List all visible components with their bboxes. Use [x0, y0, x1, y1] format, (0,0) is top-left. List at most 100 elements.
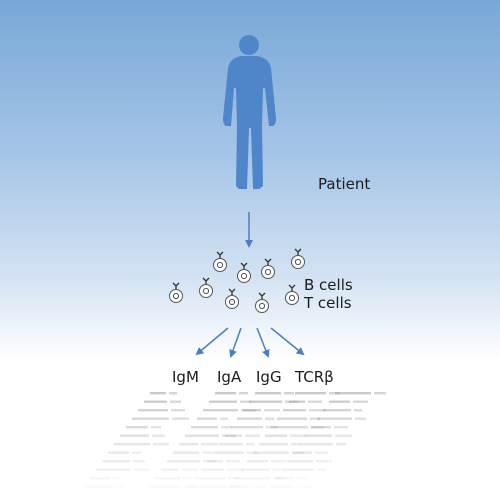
sequence-read — [272, 468, 280, 471]
isotype-label-tcrb: TCRβ — [295, 368, 334, 386]
arrow-to-tcrb — [270, 327, 305, 356]
sequence-read — [201, 468, 224, 471]
sequence-read — [90, 477, 110, 480]
sequence-read — [296, 477, 308, 480]
sequence-read — [237, 417, 262, 420]
sequence-read — [355, 417, 366, 420]
sequence-read — [138, 409, 168, 412]
lymphocyte-cell-icon — [225, 288, 239, 309]
sequence-read — [311, 426, 331, 429]
sequence-read — [264, 409, 280, 412]
sequence-read — [311, 426, 324, 429]
sequence-read — [284, 392, 294, 395]
sequence-read — [114, 443, 150, 446]
sequence-read — [241, 409, 256, 412]
sequence-read — [255, 392, 281, 395]
sequence-read — [329, 392, 340, 395]
sequence-read — [235, 477, 270, 480]
sequence-read — [202, 451, 212, 454]
sequence-read — [184, 485, 196, 488]
sequence-read — [203, 409, 238, 412]
sequence-read — [291, 443, 300, 446]
sequence-read — [247, 460, 268, 463]
sequence-read — [283, 409, 306, 412]
sequence-read — [353, 400, 368, 403]
sequence-read — [243, 409, 261, 412]
sequence-read — [201, 443, 218, 446]
sequence-read — [317, 468, 326, 471]
branching-arrows — [195, 327, 305, 358]
sequence-read — [241, 468, 269, 471]
sequence-read — [277, 417, 307, 420]
isotype-label-iga: IgA — [217, 368, 242, 386]
sequence-read — [226, 460, 240, 463]
sequence-read — [295, 392, 326, 395]
sequence-read — [292, 451, 304, 454]
sequence-read — [290, 434, 306, 437]
sequence-read — [195, 477, 225, 480]
sequence-read — [169, 392, 177, 395]
sequence-read — [108, 451, 129, 454]
sequence-read — [222, 434, 236, 437]
sequence-read — [293, 451, 312, 454]
sequence-read — [229, 485, 242, 488]
sequence-read — [149, 485, 181, 488]
lymphocyte-cell-icon — [199, 277, 213, 298]
sequence-read — [281, 468, 314, 471]
sequence-reads-texture — [84, 392, 386, 488]
lymphocyte-cell-icon — [169, 282, 183, 303]
sequence-read — [297, 485, 312, 488]
sequence-read — [170, 400, 181, 403]
lymphocyte-cell-icon — [237, 262, 251, 283]
sequence-read — [220, 417, 228, 420]
sequence-read — [161, 468, 179, 471]
sequence-read — [219, 443, 243, 446]
sequence-read — [221, 426, 232, 429]
sequence-read — [334, 426, 348, 429]
sequence-read — [249, 400, 282, 403]
arrow-to-iga — [229, 327, 242, 358]
sequence-read — [336, 443, 346, 446]
isotype-label-igg: IgG — [256, 368, 282, 386]
sequence-read — [308, 400, 322, 403]
lymphocyte-cell-icon — [255, 292, 269, 313]
sequence-read — [287, 460, 313, 463]
arrow-to-igg — [256, 327, 270, 358]
sequence-read — [289, 400, 305, 403]
sequence-read — [265, 417, 274, 420]
sequence-read — [266, 426, 278, 429]
lymphocyte-cell-icon — [213, 251, 227, 272]
sequence-read — [155, 477, 180, 480]
sequence-read — [197, 417, 217, 420]
sequence-read — [354, 409, 362, 412]
sequence-read — [240, 400, 252, 403]
sequence-read — [374, 392, 386, 395]
sequence-read — [150, 392, 166, 395]
sequence-read — [167, 460, 200, 463]
sequence-read — [316, 460, 332, 463]
sequence-read — [133, 460, 145, 463]
isotype-label-igm: IgM — [172, 368, 199, 386]
sequence-read — [189, 485, 226, 488]
sequence-read — [329, 400, 350, 403]
sequence-read — [173, 451, 199, 454]
sequence-read — [275, 477, 293, 480]
person-silhouette-icon — [223, 35, 276, 189]
sequence-read — [183, 477, 192, 480]
sequence-read — [245, 434, 260, 437]
sequence-read — [269, 485, 294, 488]
sequence-read — [271, 426, 308, 429]
sequence-read — [215, 392, 236, 395]
sequence-read — [310, 417, 320, 420]
sequence-read — [209, 400, 237, 403]
sequence-read — [96, 468, 131, 471]
sequence-read — [227, 468, 244, 471]
sequence-read — [153, 443, 169, 446]
sequence-read — [207, 460, 223, 463]
sequence-read — [171, 409, 185, 412]
sequence-read — [315, 451, 328, 454]
sequence-read — [335, 392, 371, 395]
sequence-read — [335, 434, 352, 437]
sequence-read — [144, 400, 167, 403]
